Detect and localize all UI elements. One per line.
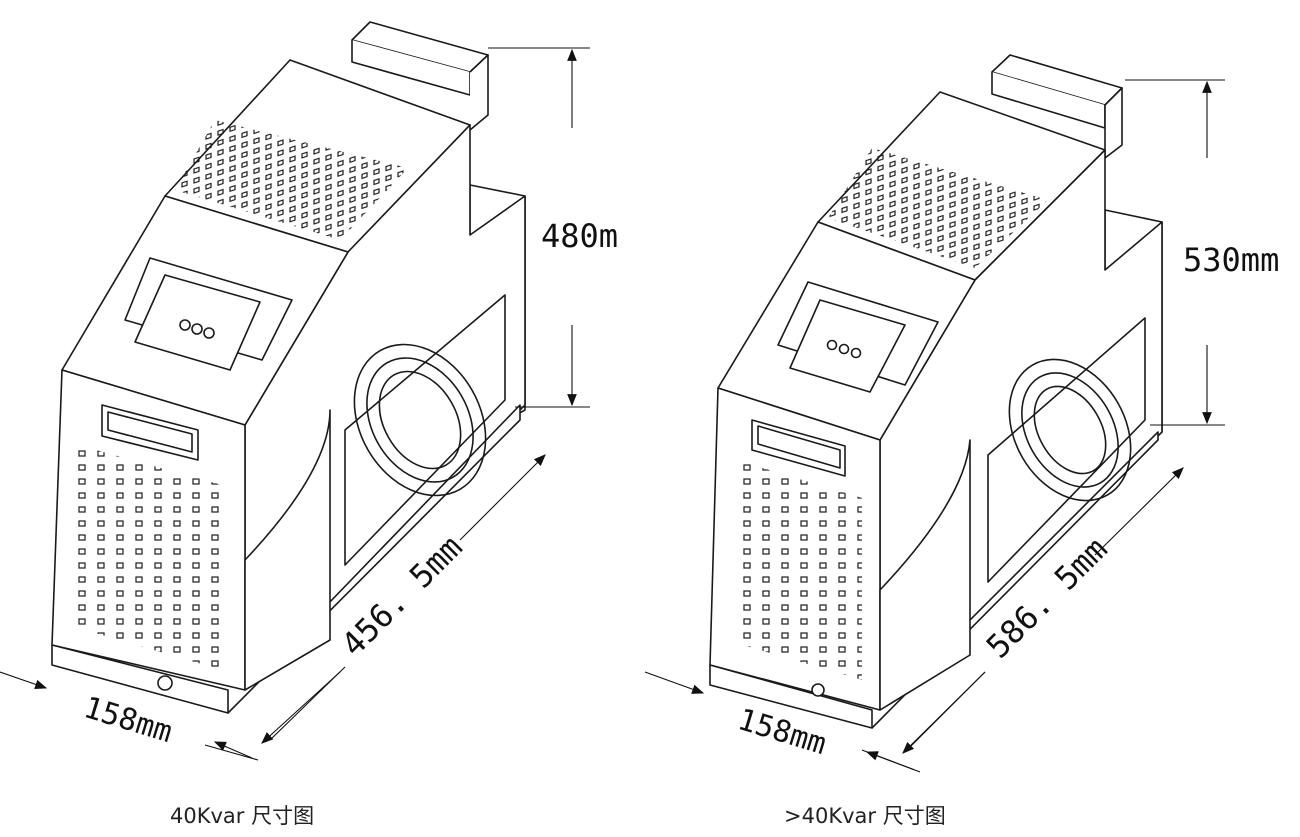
caption-left: 40Kvar 尺寸图 [170,804,315,828]
width-dimension-left: 158mm [80,690,177,750]
capacitor-unit-left [51,21,526,714]
dimension-lines-left [0,47,590,761]
height-dimension-left: 480m [541,217,618,255]
caption-right: >40Kvar 尺寸图 [784,804,946,828]
capacitor-unit-right [709,54,1163,729]
dimension-lines-right [644,79,1225,773]
height-dimension-right: 530mm [1183,241,1279,279]
